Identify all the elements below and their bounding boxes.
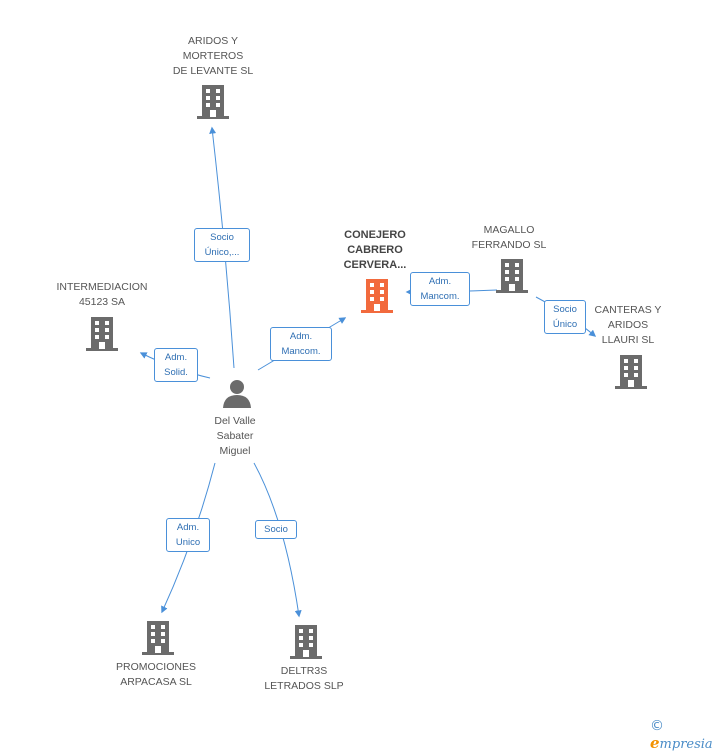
edge-label-socio[interactable]: Socio bbox=[255, 520, 297, 539]
edge-label-socio-unico-canteras[interactable]: Socio Único bbox=[544, 300, 586, 334]
building-icon[interactable] bbox=[615, 355, 647, 389]
building-icon[interactable] bbox=[86, 317, 118, 351]
brand-e: e bbox=[650, 734, 660, 752]
node-label-promociones[interactable]: PROMOCIONES ARPACASA SL bbox=[116, 661, 196, 688]
brand-name: mpresia bbox=[659, 737, 713, 752]
building-icon[interactable] bbox=[290, 625, 322, 659]
edge-person-deltr3s bbox=[253, 462, 302, 618]
node-label-aridos-morteros[interactable]: ARIDOS Y MORTEROS DE LEVANTE SL bbox=[172, 35, 254, 77]
building-icon[interactable] bbox=[142, 621, 174, 655]
node-label-intermediacion[interactable]: INTERMEDIACION 45123 SA bbox=[56, 281, 148, 308]
node-label-deltr3s[interactable]: DELTR3S LETRADOS SLP bbox=[264, 665, 344, 692]
edge-label-adm-unico[interactable]: Adm. Unico bbox=[166, 518, 210, 552]
node-label-person[interactable]: Del Valle Sabater Miguel bbox=[214, 415, 256, 457]
building-icon[interactable] bbox=[361, 279, 393, 313]
node-label-conejero[interactable]: CONEJERO CABRERO CERVERA... bbox=[343, 229, 407, 271]
building-icon[interactable] bbox=[496, 259, 528, 293]
person-icon[interactable] bbox=[222, 378, 252, 408]
copyright-symbol: © bbox=[650, 718, 664, 734]
node-label-canteras[interactable]: CANTERAS Y ARIDOS LLAURI SL bbox=[594, 304, 662, 346]
node-label-magallo[interactable]: MAGALLO FERRANDO SL bbox=[471, 224, 547, 251]
empresia-logo: © empresia bbox=[650, 718, 728, 752]
edge-label-adm-mancom-person[interactable]: Adm. Mancom. bbox=[270, 327, 332, 361]
edge-label-adm-mancom-magallo[interactable]: Adm. Mancom. bbox=[410, 272, 470, 306]
building-icon[interactable] bbox=[197, 85, 229, 119]
edge-label-adm-solid[interactable]: Adm. Solid. bbox=[154, 348, 198, 382]
edge-label-socio-unico-aridos[interactable]: Socio Único,... bbox=[194, 228, 250, 262]
